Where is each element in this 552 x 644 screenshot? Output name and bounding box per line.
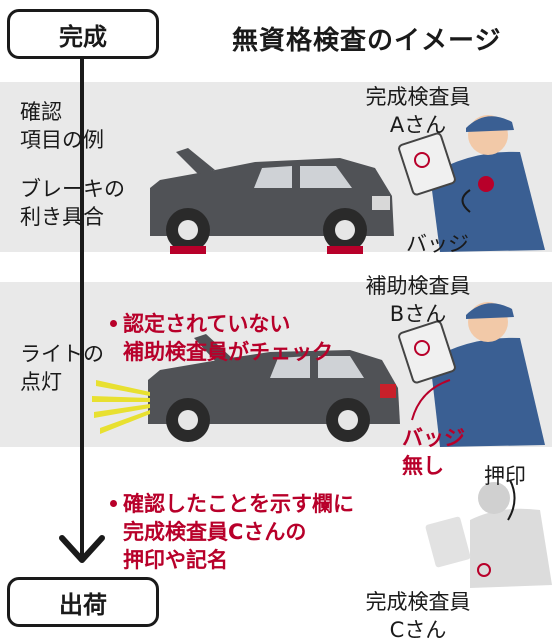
flow-arrow	[59, 58, 105, 563]
inspector-a-label: 完成検査員 Aさん	[365, 85, 471, 137]
inspector-a-figure	[398, 115, 545, 252]
check-items-heading: 確認 項目の例	[20, 100, 104, 152]
car-brake-check	[150, 148, 394, 254]
note-uncertified: 認定されていない 補助検査員がチェック	[110, 282, 333, 366]
brake-check-label: ブレーキの 利き具合	[20, 177, 125, 229]
headlight-beam	[92, 380, 150, 434]
inspector-c-label: 完成検査員 Cさん	[365, 590, 471, 642]
light-check-label: ライトの 点灯	[20, 342, 104, 394]
inspector-b-label: 補助検査員 Bさん	[365, 274, 471, 326]
flow-end-box: 出荷	[7, 577, 159, 627]
bullet-icon	[110, 320, 117, 327]
bullet-icon	[110, 500, 117, 507]
flow-start-box: 完成	[7, 9, 159, 59]
page-title: 無資格検査のイメージ	[232, 26, 502, 56]
inspector-c-figure	[425, 479, 552, 588]
no-badge-label: バッジ 無し	[402, 426, 465, 478]
stamp-label: 押印	[484, 464, 526, 488]
note-record-text: 確認したことを示す欄に 完成検査員Cさんの 押印や記名	[123, 492, 354, 572]
car-light-check	[92, 334, 400, 442]
badge-label: バッジ	[406, 232, 469, 256]
inspector-b-figure	[398, 302, 545, 447]
note-uncertified-text: 認定されていない 補助検査員がチェック	[123, 312, 333, 364]
note-record: 確認したことを示す欄に 完成検査員Cさんの 押印や記名	[110, 462, 354, 574]
